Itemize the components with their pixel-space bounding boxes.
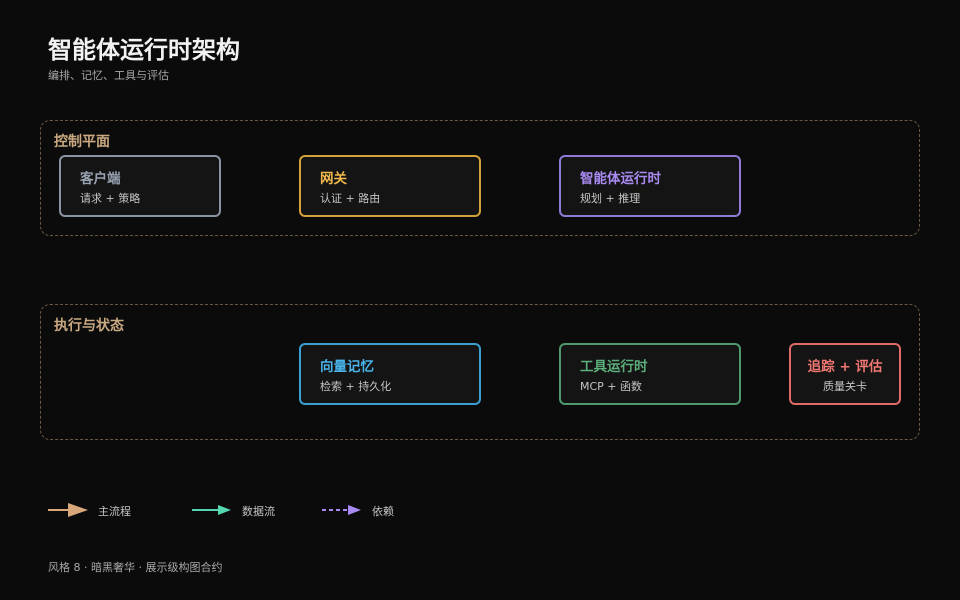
footer-caption: 风格 8 · 暗黑奢华 · 展示级构图合约 xyxy=(48,561,223,574)
node-trace-eval[interactable]: 追踪 + 评估 质量关卡 xyxy=(789,343,901,405)
node-client-subtitle: 请求 + 策略 xyxy=(80,192,141,205)
node-trace-eval-subtitle: 质量关卡 xyxy=(823,380,867,393)
node-gateway-title: 网关 xyxy=(320,171,347,187)
group-label-execution-state: 执行与状态 xyxy=(54,318,124,334)
node-tool-runtime-title: 工具运行时 xyxy=(580,359,648,375)
page-subtitle: 编排、记忆、工具与评估 xyxy=(48,69,169,82)
node-tool-runtime[interactable]: 工具运行时 MCP + 函数 xyxy=(559,343,741,405)
legend-dependency-label: 依赖 xyxy=(372,505,394,518)
node-vector-memory-subtitle: 检索 + 持久化 xyxy=(320,380,392,393)
legend-main-flow-label: 主流程 xyxy=(98,505,131,518)
node-client-title: 客户端 xyxy=(80,171,121,187)
node-gateway-subtitle: 认证 + 路由 xyxy=(320,192,381,205)
legend-main-flow-icon xyxy=(48,503,88,517)
group-execution-state xyxy=(40,304,920,440)
node-tool-runtime-subtitle: MCP + 函数 xyxy=(580,380,643,393)
page-title: 智能体运行时架构 xyxy=(48,35,240,64)
group-label-control-plane: 控制平面 xyxy=(54,134,110,150)
node-vector-memory[interactable]: 向量记忆 检索 + 持久化 xyxy=(299,343,481,405)
node-agent-runtime-subtitle: 规划 + 推理 xyxy=(580,192,641,205)
node-agent-runtime-title: 智能体运行时 xyxy=(580,171,661,187)
legend-data-flow-icon xyxy=(192,505,231,515)
node-gateway[interactable]: 网关 认证 + 路由 xyxy=(299,155,481,217)
legend-dependency-icon xyxy=(322,505,361,515)
node-agent-runtime[interactable]: 智能体运行时 规划 + 推理 xyxy=(559,155,741,217)
node-client[interactable]: 客户端 请求 + 策略 xyxy=(59,155,221,217)
group-control-plane xyxy=(40,120,920,236)
legend-data-flow-label: 数据流 xyxy=(242,505,275,518)
node-trace-eval-title: 追踪 + 评估 xyxy=(807,359,883,375)
node-vector-memory-title: 向量记忆 xyxy=(320,359,374,375)
